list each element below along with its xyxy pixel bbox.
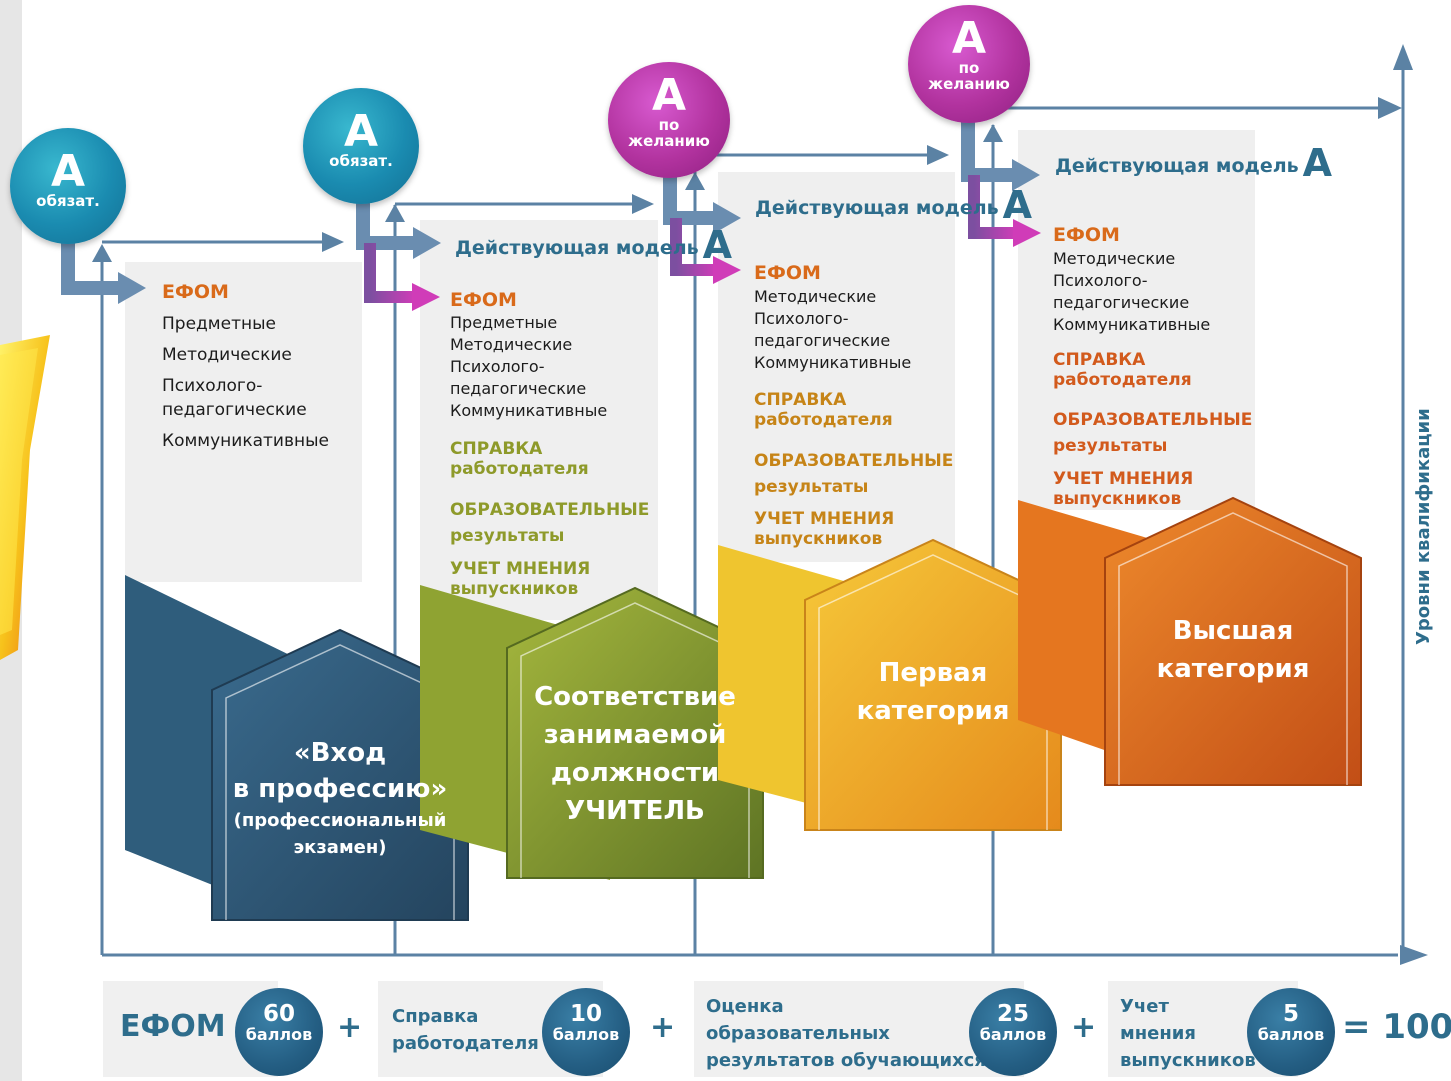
stage3-panel — [718, 172, 955, 562]
stage3-efom: ЕФОМ — [754, 262, 821, 284]
plus-1: + — [337, 1010, 363, 1045]
stage4-efom: ЕФОМ — [1053, 224, 1120, 246]
circle-optional-2: А по желанию — [908, 5, 1030, 123]
stage2-panel — [420, 220, 658, 620]
axis-label-qualification: Уровни квалификации — [1413, 408, 1434, 645]
circle-optional-1: А по желанию — [608, 62, 730, 178]
house4-label: Высшая категория — [1156, 616, 1310, 684]
stage4-panel — [1018, 130, 1255, 510]
circle-mandatory-1: А обязат. — [10, 128, 126, 244]
house3-label: Первая категория — [856, 658, 1010, 726]
stage1-panel — [125, 262, 362, 582]
formula-efom: ЕФОМ — [120, 1009, 226, 1044]
circle-mandatory-2: А обязат. — [303, 88, 419, 204]
yellow-star-decoration — [0, 335, 50, 660]
house2-label: Соответствие занимаемой должности УЧИТЕЛ… — [534, 682, 736, 826]
formula-total: = 100 — [1342, 1007, 1451, 1047]
y-axis-arrowhead — [1393, 44, 1413, 70]
house1-label: «Вход в профессию» (профессиональный экз… — [232, 738, 448, 858]
stage4-list: Методические Психолого- педагогические К… — [1053, 249, 1211, 334]
stage1-list: Предметные Методические Психолого- педаг… — [162, 314, 329, 451]
plus-3: + — [1071, 1010, 1097, 1045]
x-axis-arrowhead — [1400, 945, 1428, 965]
stage3-list: Методические Психолого- педагогические К… — [754, 287, 912, 372]
plus-2: + — [650, 1010, 676, 1045]
stage1-efom: ЕФОМ — [162, 281, 229, 303]
stage2-efom: ЕФОМ — [450, 289, 517, 311]
stage2-list: Предметные Методические Психолого- педаг… — [450, 313, 608, 420]
